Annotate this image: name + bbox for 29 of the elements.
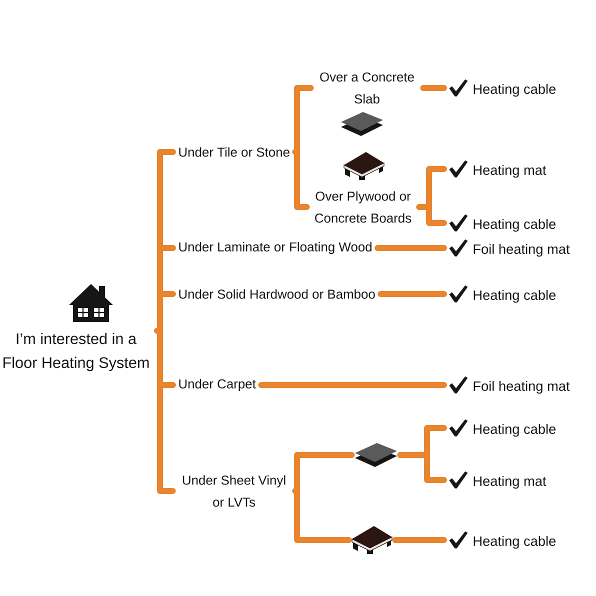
option-text: Heating mat (474, 476, 546, 489)
branch-text: Under Sheet Vinyl or LVTs (182, 475, 286, 507)
connector-line (374, 245, 447, 251)
connector-line (154, 328, 176, 494)
connector-line (258, 382, 447, 388)
branch-text: Under Solid Hardwood or Bamboo (179, 289, 375, 299)
connector-line (397, 452, 447, 483)
connector-line (292, 488, 352, 543)
connector-line (420, 85, 447, 91)
connector-line (416, 204, 447, 226)
layered-slab-icon (355, 443, 397, 467)
root-text: I’m interested in a Floor Heating System (4, 332, 149, 372)
sub-branch-text: Over Plywood or Concrete Boards (315, 191, 412, 223)
option-text: Heating cable (474, 290, 556, 303)
connector-line (378, 291, 447, 297)
option-text: Heating cable (474, 424, 556, 437)
connector-line (392, 537, 447, 543)
branch-text: Under Laminate or Floating Wood (179, 242, 372, 254)
board-icon (352, 526, 392, 554)
option-text: Heating cable (474, 536, 556, 549)
option-text: Heating mat (474, 164, 546, 178)
option-text: Foil heating mat (474, 380, 570, 394)
branch-text: Under Tile or Stone (179, 147, 290, 157)
connector-line (292, 149, 310, 210)
option-text: Heating cable (474, 218, 556, 232)
branch-text: Under Carpet (179, 378, 256, 392)
sub-branch-text: Over a Concrete Slab (320, 72, 414, 104)
option-text: Foil heating mat (474, 244, 570, 257)
option-text: Heating cable (474, 84, 556, 97)
